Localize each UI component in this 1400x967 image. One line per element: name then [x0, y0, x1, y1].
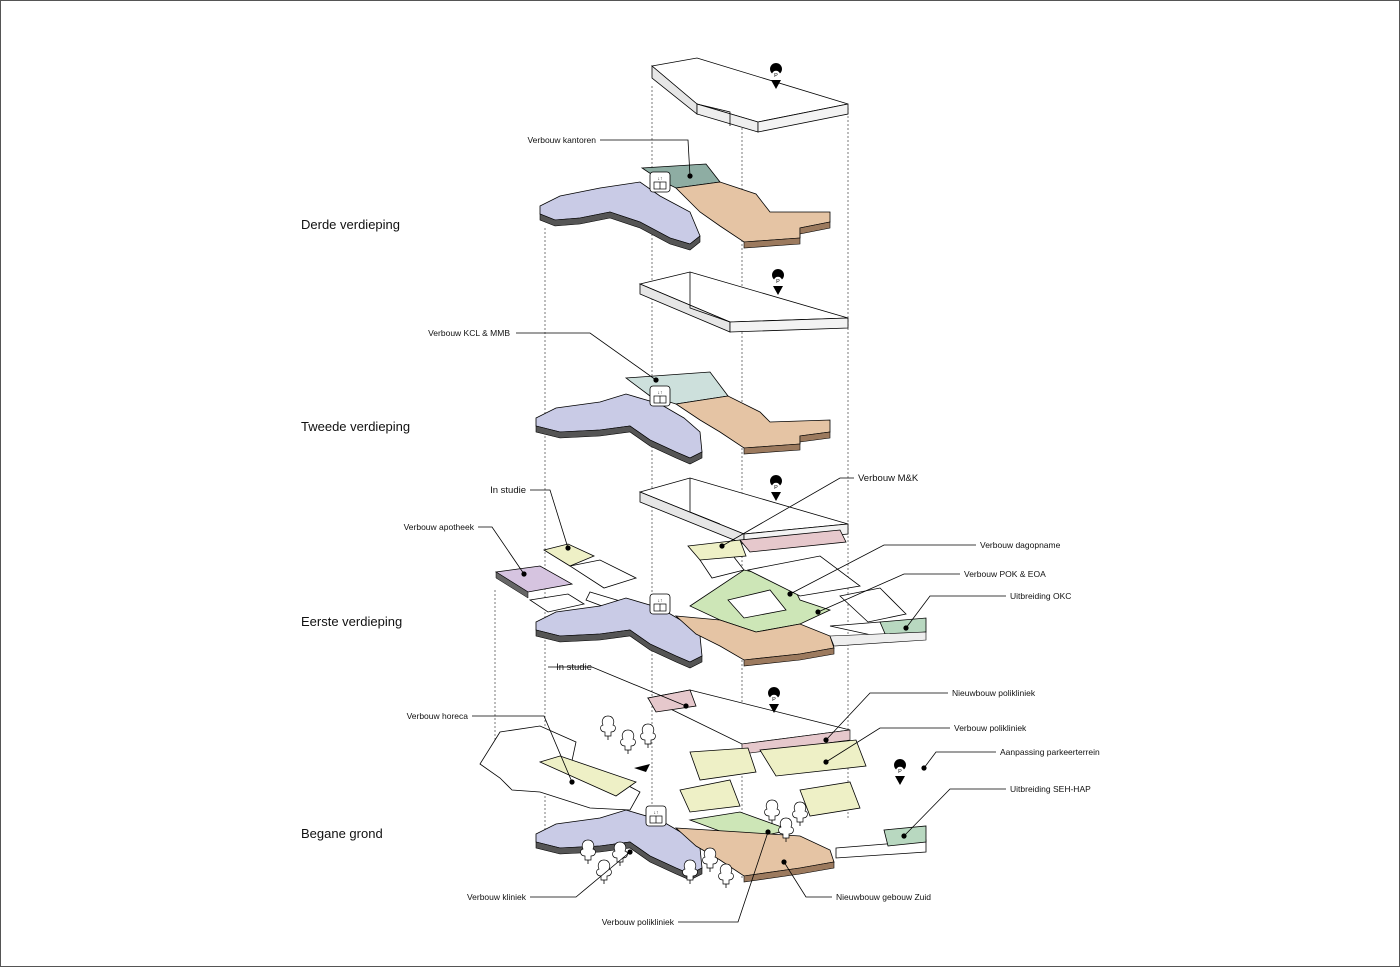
callout-leaders — [472, 139, 1006, 923]
floor-2nd: Tweede verdieping — [301, 371, 831, 465]
floor-1st: Eerste verdieping — [301, 529, 927, 669]
callout-parkeerterrein: Aanpassing parkeerterrein — [1000, 747, 1100, 757]
callout-kliniek: Verbouw kliniek — [467, 892, 527, 902]
parking-marker-icon — [768, 687, 781, 713]
parking-marker-icon — [894, 759, 907, 785]
parking-deck-2 — [638, 269, 849, 333]
callout-gebouw-zuid: Nieuwbouw gebouw Zuid — [836, 892, 931, 902]
parking-marker-icon — [772, 269, 785, 295]
elevator-icon — [649, 171, 671, 193]
callout-horeca: Verbouw horeca — [407, 711, 469, 721]
floor-title-1st: Eerste verdieping — [301, 614, 402, 629]
floor-title-2nd: Tweede verdieping — [301, 419, 410, 434]
parking-deck-roof — [651, 57, 849, 133]
callout-okc: Uitbreiding OKC — [1010, 591, 1071, 601]
callout-in-studie-2: In studie — [556, 662, 592, 673]
callout-nieuwbouw-poli: Nieuwbouw polikliniek — [952, 688, 1036, 698]
parking-marker-icon — [770, 475, 783, 501]
callout-verbouw-poli-right: Verbouw polikliniek — [954, 723, 1027, 733]
entrance-arrow-icon — [634, 764, 650, 772]
callout-in-studie-1: In studie — [490, 485, 526, 496]
floor-title-3rd: Derde verdieping — [301, 217, 400, 232]
callout-mk: Verbouw M&K — [858, 473, 919, 484]
elevator-icon — [645, 805, 667, 827]
floor-ground: Begane grond — [301, 715, 927, 889]
callout-kantoren: Verbouw kantoren — [527, 135, 596, 145]
elevator-icon — [649, 593, 671, 615]
floor-title-ground: Begane grond — [301, 826, 383, 841]
floor-3rd: Derde verdieping — [301, 163, 831, 251]
elevator-icon — [649, 385, 671, 407]
callout-dagopname: Verbouw dagopname — [980, 540, 1061, 550]
callout-pok-eoa: Verbouw POK & EOA — [964, 569, 1046, 579]
callout-labels: Verbouw kantoren Verbouw KCL & MMB In st… — [404, 135, 1100, 927]
callout-apotheek: Verbouw apotheek — [404, 522, 475, 532]
callout-seh-hap: Uitbreiding SEH-HAP — [1010, 784, 1091, 794]
callout-kcl-mmb: Verbouw KCL & MMB — [428, 328, 510, 338]
callout-verbouw-poli-bottom: Verbouw polikliniek — [602, 917, 675, 927]
